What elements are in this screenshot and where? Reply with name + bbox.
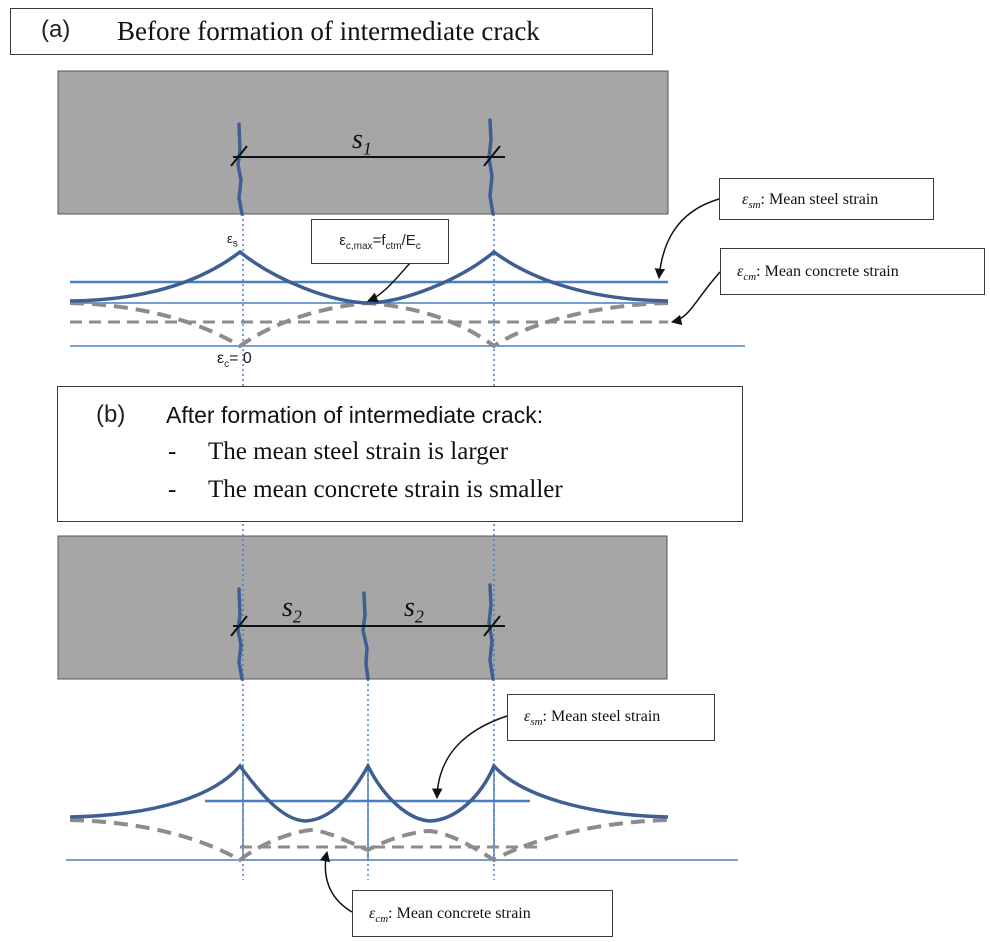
- panel-title-b: After formation of intermediate crack:: [166, 402, 544, 428]
- bullet-item-1: The mean steel strain is larger: [208, 438, 509, 465]
- sm-symbol-b: ε: [524, 708, 531, 725]
- callout-mean-steel-strain-a: εsm: Mean steel strain: [719, 178, 934, 220]
- cm-subscript-a: cm: [743, 271, 757, 284]
- spacing-symbol-b-right: s: [404, 592, 415, 623]
- eps-c0-subscript: c: [224, 359, 230, 371]
- eps-s-symbol: ε: [227, 231, 233, 246]
- bullet-dash-2: -: [168, 476, 177, 503]
- sm-text-a: : Mean steel strain: [760, 191, 879, 208]
- sm-subscript-b: sm: [530, 716, 543, 729]
- spacing-symbol-a: s: [352, 124, 363, 155]
- cm-subscript-b: cm: [375, 913, 389, 926]
- concrete-member-a: [57, 70, 669, 215]
- concrete-member-b: [57, 535, 668, 680]
- spacing-label-s2-left: s2: [282, 592, 302, 628]
- cm-symbol-a: ε: [737, 263, 744, 280]
- spacing-subscript-b-right: 2: [414, 606, 424, 627]
- callout-mean-concrete-strain-b: εcm: Mean concrete strain: [352, 890, 613, 937]
- bullet-dash-1: -: [168, 438, 177, 465]
- title-box-b: (b) After formation of intermediate crac…: [57, 386, 743, 522]
- panel-label-b: (b): [96, 401, 126, 428]
- panel-title-a: Before formation of intermediate crack: [117, 16, 540, 46]
- strain-reference-lines-b: [66, 766, 738, 861]
- spacing-symbol-b-left: s: [282, 592, 293, 623]
- eps-s-subscript: s: [232, 238, 238, 250]
- sm-symbol-a: ε: [742, 191, 749, 208]
- steel-strain-curve-b: [69, 762, 669, 823]
- concrete-strain-curve-a: [69, 300, 669, 349]
- callout-arrows: [319, 198, 721, 913]
- spacing-label-s2-right: s2: [404, 592, 424, 628]
- title-box-a: (a) Before formation of intermediate cra…: [10, 8, 653, 55]
- cm-text-b: : Mean concrete strain: [388, 905, 531, 922]
- spacing-dimension-a: [230, 145, 505, 167]
- concrete-max-strain-label: εc,max=fctm/Ec: [339, 232, 421, 252]
- panel-label-a: (a): [41, 16, 71, 43]
- cm-symbol-b: ε: [369, 905, 376, 922]
- concrete-strain-zero-label: εc= 0: [217, 350, 252, 370]
- steel-strain-peak-label: εs: [227, 231, 238, 250]
- eps-c0-value: = 0: [229, 350, 252, 367]
- fctm-subscript: ctm: [385, 240, 402, 252]
- spacing-subscript-a: 1: [362, 138, 372, 159]
- cracks-a: [236, 118, 495, 216]
- cracks-b: [236, 583, 495, 681]
- eps-cmax-symbol: ε: [339, 231, 346, 249]
- callout-mean-steel-strain-b: εsm: Mean steel strain: [507, 694, 715, 741]
- ec-subscript: c: [415, 240, 421, 252]
- steel-strain-curve-a: [69, 249, 669, 305]
- sm-subscript-a: sm: [748, 199, 761, 212]
- spacing-label-s1: s1: [352, 124, 372, 160]
- callout-mean-concrete-strain-a: εcm: Mean concrete strain: [720, 248, 985, 295]
- spacing-subscript-b-left: 2: [292, 606, 302, 627]
- bullet-item-2: The mean concrete strain is smaller: [208, 476, 563, 503]
- sm-text-b: : Mean steel strain: [542, 708, 661, 725]
- eps-cmax-subscript: c,max: [345, 240, 373, 252]
- eps-cmax-divisor: /E: [401, 231, 416, 249]
- eps-c0-symbol: ε: [217, 350, 225, 367]
- spacing-dimension-b: [230, 615, 505, 637]
- concrete-strain-curve-b: [69, 818, 669, 863]
- eps-cmax-equals: =f: [372, 231, 386, 249]
- cm-text-a: : Mean concrete strain: [756, 263, 899, 280]
- concrete-max-strain-box: εc,max=fctm/Ec: [311, 219, 449, 264]
